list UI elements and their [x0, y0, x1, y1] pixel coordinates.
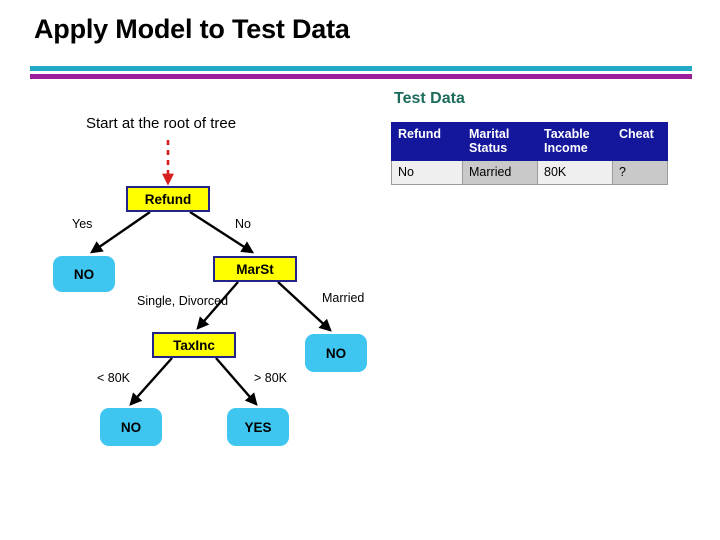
accent-rule-bottom — [30, 74, 692, 79]
test-data-heading: Test Data — [394, 90, 465, 107]
column-header-refund: Refund — [391, 122, 463, 161]
start-at-root-caption: Start at the root of tree — [86, 115, 237, 132]
column-header-income-line1: Taxable — [544, 127, 590, 141]
edge-label-taxinc-gt-80k: > 80K — [254, 371, 288, 385]
tree-leaf-no-married[interactable]: NO — [305, 334, 367, 372]
edge-marst-married — [277, 281, 332, 332]
edge-taxinc-lt-80k — [129, 357, 173, 406]
edge-taxinc-gt-80k — [215, 357, 258, 406]
table-row: No Married 80K ? — [391, 160, 668, 185]
edge-refund-yes — [89, 211, 151, 254]
tree-leaf-no-refund-yes[interactable]: NO — [53, 256, 115, 292]
cell-refund: No — [391, 160, 463, 185]
cell-taxable-income: 80K — [537, 160, 613, 185]
tree-node-taxinc[interactable]: TaxInc — [152, 332, 236, 358]
edge-label-refund-yes: Yes — [72, 217, 93, 231]
column-header-marital-line2: Status — [469, 141, 508, 155]
accent-rule-top — [30, 66, 692, 71]
edge-label-marst-married: Married — [322, 291, 365, 305]
column-header-cheat: Cheat — [612, 122, 668, 161]
edge-label-refund-no: No — [235, 217, 251, 231]
column-header-income-line2: Income — [544, 141, 588, 155]
column-header-refund-line1: Refund — [398, 127, 442, 141]
edge-label-taxinc-lt-80k: < 80K — [97, 371, 131, 385]
page-title: Apply Model to Test Data — [34, 14, 350, 44]
column-header-marital-line1: Marital — [469, 127, 510, 141]
tree-node-refund[interactable]: Refund — [126, 186, 210, 212]
cell-cheat: ? — [612, 160, 668, 185]
tree-leaf-yes-gt-80k[interactable]: YES — [227, 408, 289, 446]
column-header-cheat-line1: Cheat — [619, 127, 654, 141]
tree-leaf-no-lt-80k[interactable]: NO — [100, 408, 162, 446]
cell-marital-status: Married — [462, 160, 538, 185]
tree-node-marst[interactable]: MarSt — [213, 256, 297, 282]
edge-label-marst-single-divorced: Single, Divorced — [137, 294, 229, 308]
